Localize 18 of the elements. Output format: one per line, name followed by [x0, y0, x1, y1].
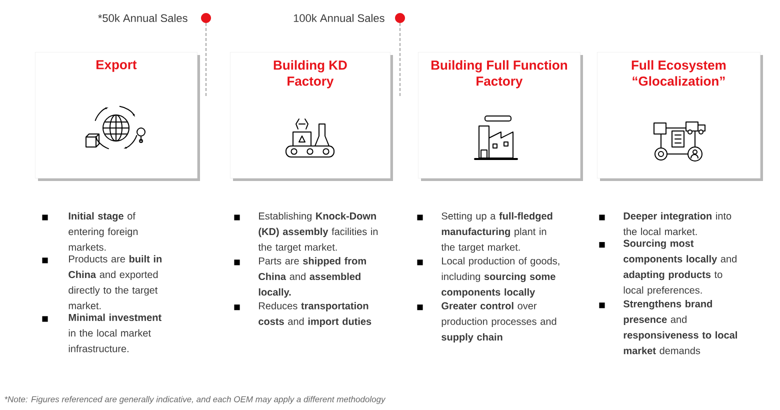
card: Building KD Factory	[230, 52, 393, 181]
bullet-item: Establishing Knock-Down (KD) assembly facilities in the target market.	[258, 212, 378, 253]
bullet-item: Initial stage of entering foreign markets.	[68, 212, 138, 251]
bullet-item: Parts are shipped from China and assembled locally.	[258, 257, 366, 298]
sales-label: *50k Annual Sales	[98, 14, 188, 22]
bullet-item: Strengthens brand presence and responsiveness to local market demands	[623, 300, 737, 354]
bullet-item: Minimal investment in the local market infrastructure.	[68, 314, 162, 352]
bullet-item: Products are built in China and exported directly to the target market.	[68, 255, 162, 310]
card: Building Full Function Factory	[418, 52, 583, 181]
sales-label: 100k Annual Sales	[294, 14, 384, 22]
footnote: *Note: Figures referenced are generally indicative, and each OEM may apply a different methodology	[4, 396, 386, 404]
bullet-item: Greater control over production processes and supply chain	[442, 302, 556, 343]
bullet-item: Deeper integration into the local market.	[623, 212, 732, 236]
card: Export	[35, 52, 200, 181]
bullet-item: Sourcing most components locally and adapting products to local preferences.	[623, 240, 736, 296]
bullet-item: Setting up a full-fledged manufacturing plant in the target market.	[441, 212, 552, 253]
bullet-item: Reduces transportation costs and import duties	[258, 302, 372, 327]
card: Full Ecosystem “Glocalization”	[597, 52, 763, 181]
